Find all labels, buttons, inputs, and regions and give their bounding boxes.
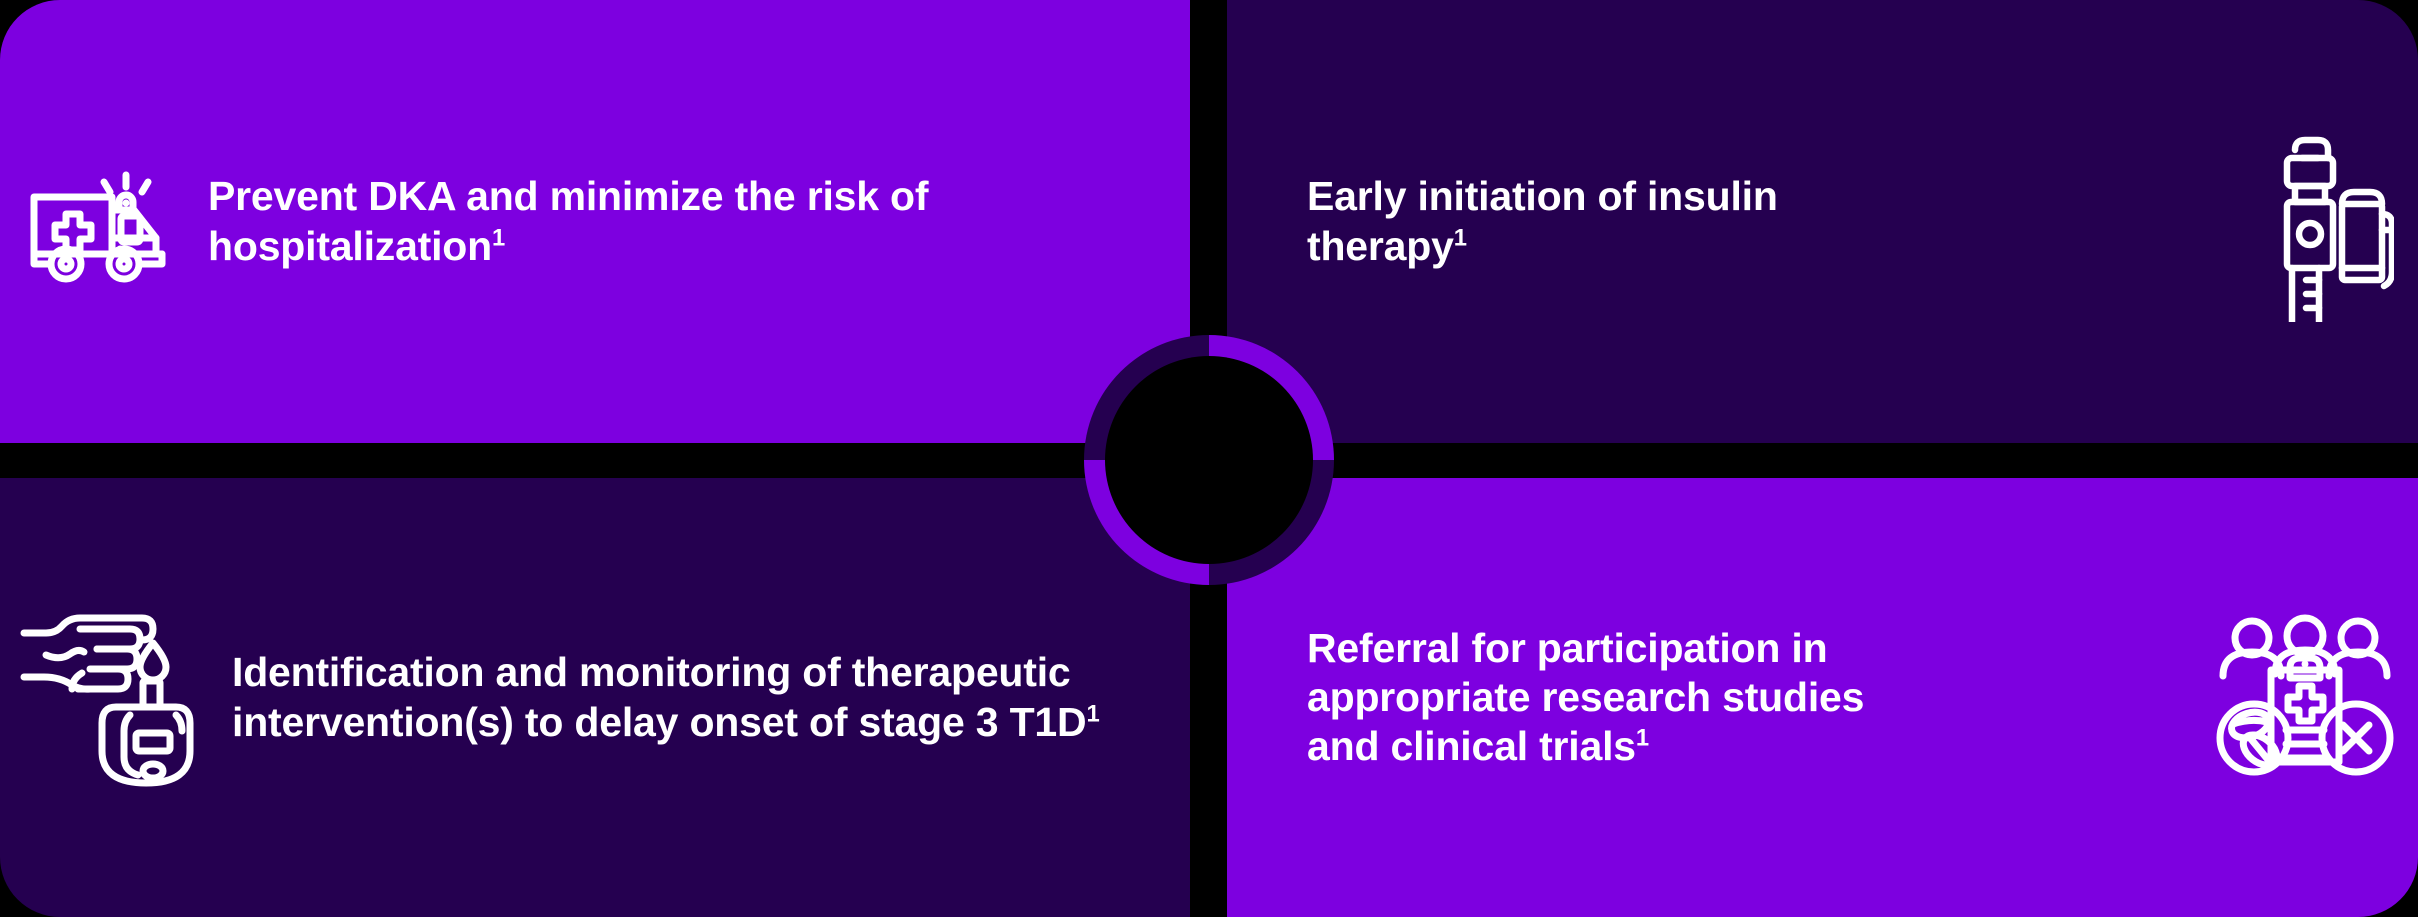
quadrant-research-referral[interactable]: Referral for participation in appropriat…	[1227, 478, 2418, 917]
quadrant-headline: Identification and monitoring of therape…	[232, 649, 1100, 745]
citation-marker: 1	[1453, 223, 1467, 251]
citation-marker: 1	[1635, 724, 1649, 752]
glucose-meter-finger-prick-icon	[12, 605, 202, 790]
citation-marker: 1	[1086, 699, 1100, 727]
ambulance-icon	[24, 161, 184, 283]
citation-marker: 1	[492, 223, 506, 251]
quadrant-identification-monitoring[interactable]: Identification and monitoring of therape…	[0, 478, 1190, 917]
quadrant-headline: Referral for participation in appropriat…	[1307, 624, 1865, 770]
quadrant-headline: Early initiation of insulin therapy1	[1307, 173, 1778, 269]
quadrant-headline: Prevent DKA and minimize the risk of hos…	[208, 173, 929, 269]
quadrant-prevent-dka[interactable]: Prevent DKA and minimize the risk of hos…	[0, 0, 1190, 443]
insulin-pen-icon	[2262, 122, 2394, 322]
quadrant-early-insulin[interactable]: Early initiation of insulin therapy1	[1227, 0, 2418, 443]
horizontal-divider	[0, 443, 2418, 478]
clinical-research-group-icon	[2216, 614, 2394, 782]
